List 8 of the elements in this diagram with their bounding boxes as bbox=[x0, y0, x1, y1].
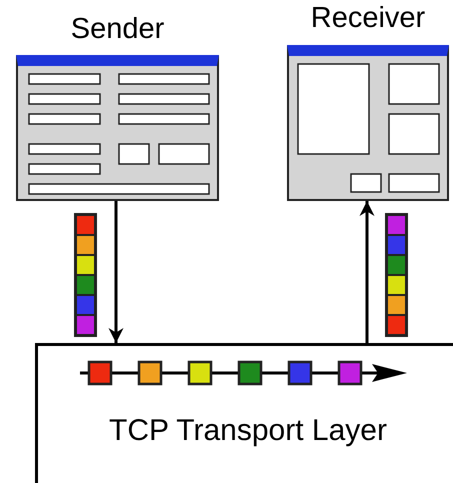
application-window bbox=[16, 55, 219, 201]
window-title: Receiver bbox=[310, 2, 426, 35]
application-window bbox=[287, 45, 449, 201]
layer-box bbox=[35, 343, 453, 483]
layer-label: TCP Transport Layer bbox=[109, 414, 387, 448]
arrow bbox=[360, 201, 374, 343]
window-title: Sender bbox=[70, 13, 164, 46]
arrow bbox=[108, 201, 124, 343]
